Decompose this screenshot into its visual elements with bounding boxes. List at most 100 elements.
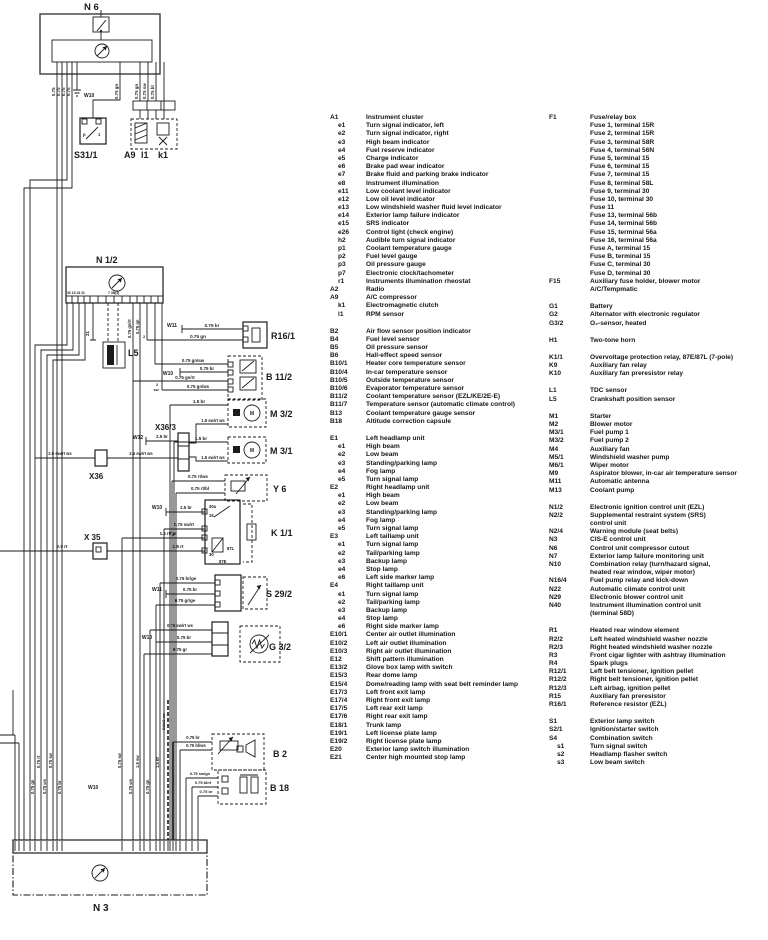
- legend-description: Backup lamp: [366, 557, 408, 565]
- schematic-label: 0.75 sw: [117, 752, 122, 768]
- component-l5: [102, 341, 126, 369]
- legend-description: Combination relay (turn/hazard signal,: [590, 561, 711, 568]
- legend-description: Automatic climate control unit: [590, 585, 685, 593]
- legend-description: Left heated windshield washer nozzle: [590, 635, 708, 643]
- schematic-label: 30 15 16 31: [67, 291, 85, 295]
- legend-row: Fuse 10, terminal 30: [549, 196, 768, 204]
- legend-code: M6/1: [549, 461, 564, 469]
- legend-row: Fuse 13, terminal 56b: [549, 212, 768, 220]
- legend-code: [549, 286, 590, 294]
- legend-code: p7: [338, 269, 346, 277]
- legend-description: Starter: [590, 412, 612, 420]
- legend-code: [549, 204, 590, 212]
- legend-description: Fuse 16, terminal 56a: [590, 236, 657, 244]
- schematic-label: N 6: [84, 2, 99, 13]
- legend-description: Electronic clock/tachometer: [366, 269, 454, 277]
- legend-code: B11/7: [330, 401, 348, 409]
- schematic-label: 0.75 br/ge: [176, 576, 197, 581]
- legend-code: s3: [557, 759, 565, 767]
- legend-code: [549, 171, 590, 179]
- legend-description: Fog lamp: [366, 467, 396, 475]
- legend-row: A/C/Tempmatic: [549, 286, 768, 294]
- legend-code: F15: [549, 277, 561, 285]
- legend-description: Fuel pump relay and kick-down: [590, 577, 689, 585]
- legend-code: [549, 130, 590, 138]
- component-s31-1: [79, 117, 107, 145]
- schematic-label: L5: [128, 348, 139, 358]
- legend-code: G3/2: [549, 319, 564, 327]
- connector-x36-3: [177, 432, 190, 472]
- legend-description: Air flow sensor position indicator: [366, 327, 471, 335]
- legend-description: Stop lamp: [366, 565, 398, 573]
- legend-code: N22: [549, 585, 562, 593]
- legend-row: Fuse 16, terminal 56a: [549, 237, 768, 245]
- legend-code: e6: [338, 163, 346, 171]
- legend-code: E19/2: [330, 737, 348, 745]
- legend-code: A1: [330, 114, 339, 121]
- component-b18: [217, 769, 267, 805]
- legend-row: Fuse 2, terminal 15R: [549, 130, 768, 138]
- legend-row: Fuse 14, terminal 56b: [549, 220, 768, 228]
- legend-description: Auxiliary fan relay: [590, 362, 647, 370]
- legend-code: R12/3: [549, 684, 567, 692]
- legend-description: control unit: [590, 520, 627, 528]
- legend-row: Fuse 6, terminal 15: [549, 163, 768, 171]
- legend-code: E10/3: [330, 647, 348, 655]
- legend-code: e8: [338, 179, 346, 187]
- legend-description: Coolant pump: [590, 486, 635, 494]
- schematic-label: R16/1: [271, 331, 295, 341]
- legend-code: e3: [338, 508, 346, 516]
- legend-code: e2: [338, 549, 346, 557]
- schematic-label: 2.5 sw/rt ws: [48, 451, 72, 456]
- legend-description: Stop lamp: [366, 615, 398, 623]
- schematic-label: N 1/2: [96, 255, 118, 265]
- legend-description: Exterior lamp failure indicator: [366, 212, 460, 220]
- legend-code: [549, 196, 590, 204]
- legend-description: Turn signal indicator, left: [366, 122, 444, 130]
- schematic-label: 0.75: [66, 87, 71, 96]
- legend-description: Fuse 2, terminal 15R: [590, 130, 655, 138]
- legend-code: B10/5: [330, 376, 348, 384]
- legend-description: Headlamp flasher switch: [590, 750, 668, 758]
- legend-description: Two-tone horn: [590, 336, 636, 344]
- legend-code: A2: [330, 285, 339, 293]
- legend-description: Auxiliary fan: [590, 445, 630, 453]
- legend-description: Exterior lamp switch illumination: [366, 746, 470, 754]
- legend-description: Front cigar lighter with ashtray illumin…: [590, 651, 726, 659]
- legend-row: Fuse 8, terminal 58L: [549, 180, 768, 188]
- schematic-label: 0.75 gn: [114, 84, 119, 99]
- legend-description: Right air outlet illumination: [366, 647, 452, 655]
- schematic-label: W11: [152, 587, 162, 593]
- legend-code: [549, 163, 590, 171]
- legend-code: R1: [549, 627, 558, 635]
- schematic-label: 1.5 sw/rt ws: [201, 455, 225, 460]
- schematic-label: 1.5 br: [155, 756, 160, 768]
- schematic-label: 0.75 gn: [135, 319, 140, 334]
- connector-x36: [94, 449, 108, 467]
- legend-description: Dome/reading lamp with seat belt reminde…: [366, 680, 519, 688]
